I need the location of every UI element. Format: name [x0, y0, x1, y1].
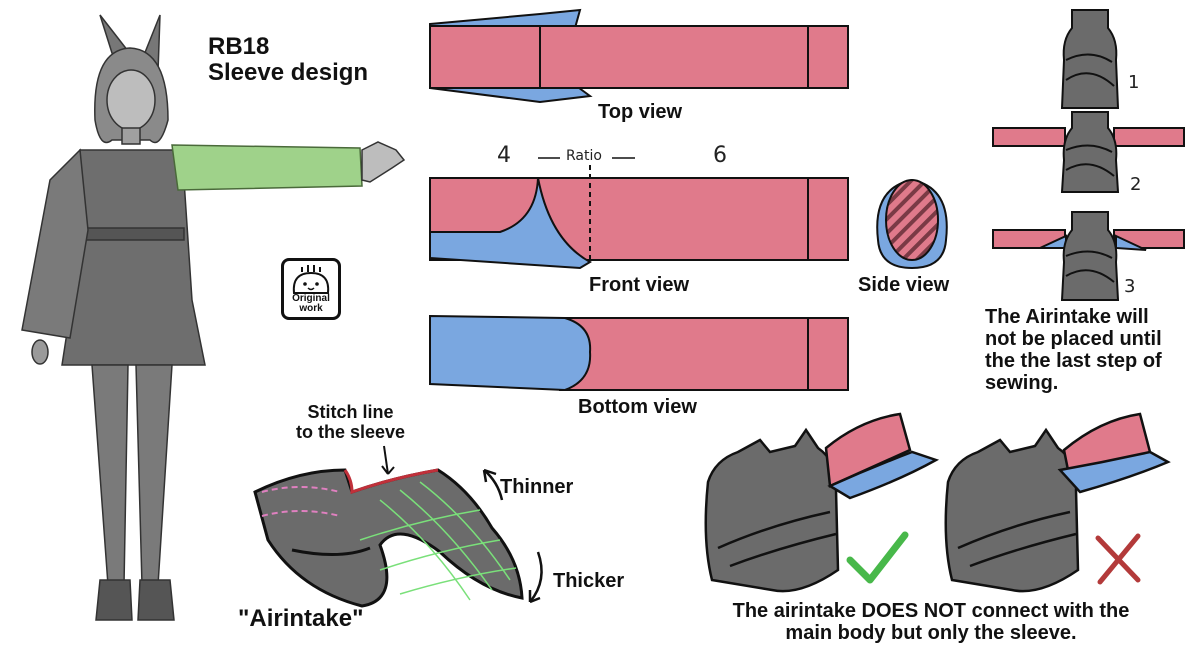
front-view-drawing	[429, 157, 849, 270]
step-3-number: 3	[1124, 276, 1136, 297]
ratio-right-value: 6	[713, 143, 727, 168]
step-2-number: 2	[1130, 174, 1142, 195]
bottom-view-drawing	[429, 314, 849, 392]
side-view-drawing	[876, 178, 948, 270]
thinner-label: Thinner	[500, 476, 574, 498]
side-view-label: Side view	[858, 274, 950, 296]
correct-example-drawing	[704, 412, 940, 593]
steps-note-line-1: The Airintake will	[985, 306, 1149, 328]
bottom-view-label: Bottom view	[578, 396, 697, 418]
logo-line-2: work	[299, 303, 323, 314]
top-view-drawing	[429, 8, 849, 104]
bottom-note-line-1: The airintake DOES NOT connect with the	[732, 600, 1130, 622]
stitch-line-label-1: Stitch line	[307, 402, 394, 422]
mascot-icon	[292, 265, 330, 294]
character-figure	[21, 14, 406, 621]
steps-note-line-2: not be placed until	[985, 328, 1162, 350]
steps-note: The Airintake will not be placed until t…	[985, 306, 1162, 394]
airintake-name-label: "Airintake"	[238, 605, 364, 632]
ratio-left-value: 4	[497, 143, 511, 168]
step-1-number: 1	[1128, 72, 1140, 93]
check-icon	[846, 531, 909, 584]
thicker-label: Thicker	[553, 570, 625, 592]
title-line-2: Sleeve design	[208, 59, 369, 86]
logo-line-1: Original	[292, 293, 330, 304]
page-title: RB18 Sleeve design	[208, 34, 368, 86]
airintake-drawing	[253, 468, 524, 608]
stitch-arrow	[381, 445, 395, 475]
step-3-drawing	[992, 211, 1185, 301]
step-2-drawing	[992, 111, 1185, 193]
stitch-line-label-2: to the sleeve	[296, 422, 406, 442]
wrong-example-drawing	[944, 412, 1171, 593]
ratio-label: Ratio	[566, 148, 602, 164]
original-work-logo: Original work	[281, 258, 341, 320]
stitch-line-label: Stitch line to the sleeve	[296, 402, 405, 442]
top-view-label: Top view	[598, 101, 683, 123]
thicker-arrow	[528, 551, 543, 604]
steps-note-line-4: sewing.	[985, 372, 1059, 394]
title-line-1: RB18	[208, 33, 270, 60]
bottom-note-line-2: main body but only the sleeve.	[785, 622, 1077, 644]
cross-icon	[1095, 533, 1141, 585]
bottom-note: The airintake DOES NOT connect with the …	[686, 600, 1176, 644]
front-view-label: Front view	[589, 274, 690, 296]
step-1-drawing	[1060, 9, 1120, 109]
thinner-arrow	[482, 468, 504, 501]
steps-note-line-3: the the last step of	[985, 350, 1162, 372]
